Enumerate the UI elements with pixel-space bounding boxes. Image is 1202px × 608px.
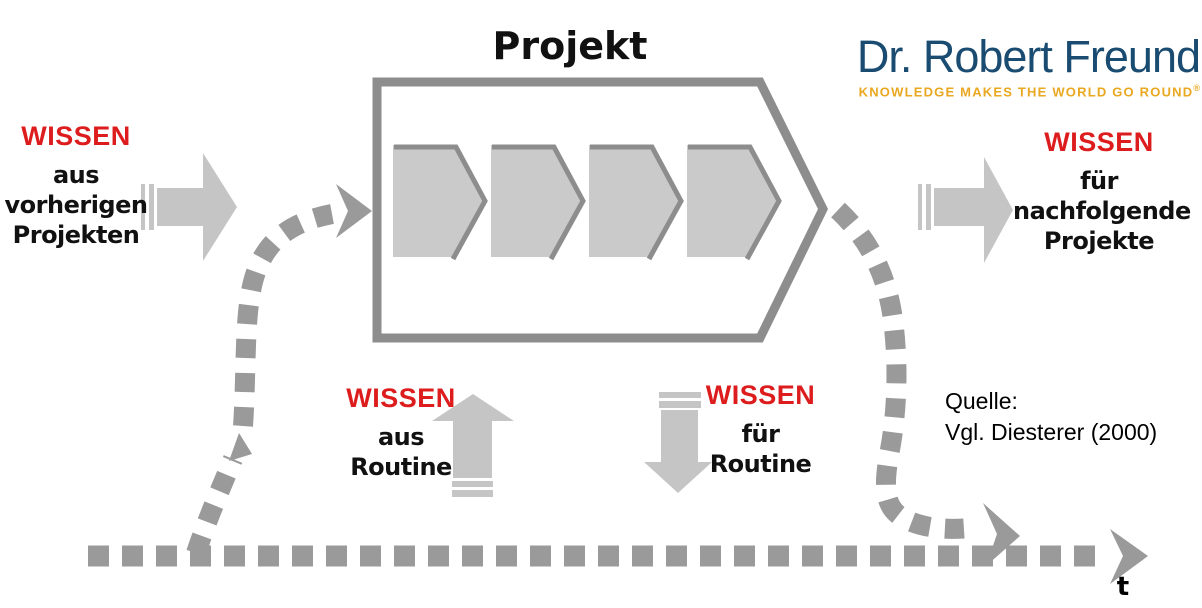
dashed-curve: [233, 204, 335, 427]
chevron-edge-shadow: [492, 144, 586, 261]
label-line: aus: [377, 423, 425, 451]
arrow-head: [644, 462, 712, 493]
wissen-highlight: WISSEN: [1044, 127, 1154, 157]
arrow-tail-stripe: [452, 490, 493, 497]
arrow-shaft: [934, 188, 984, 226]
label-knowledge-for-following-projects: WISSEN für nachfolgende Projekte: [1013, 127, 1191, 256]
arrow-shaft: [157, 188, 203, 226]
wissen-highlight: WISSEN: [346, 383, 456, 413]
label-knowledge-from-previous-projects: WISSEN aus vorherigen Projekten: [0, 122, 152, 250]
registered-trademark-icon: ®: [1193, 83, 1200, 93]
logo: Dr. Robert Freund KNOWLEDGE MAKES THE WO…: [822, 31, 1201, 100]
logo-tagline: KNOWLEDGE MAKES THE WORLD GO ROUND®: [822, 83, 1200, 99]
label-knowledge-for-routine: WISSEN für Routine: [688, 381, 833, 479]
arrow-shaft: [661, 410, 698, 463]
arrow-tail-stripe: [452, 481, 493, 487]
process-phase-chevron: [589, 145, 681, 257]
arrow-head: [203, 153, 237, 261]
arrow-tail-stripe: [926, 184, 931, 230]
arrow-tail-stripe: [141, 184, 145, 230]
knowledge-to-routine-arrow-icon: [644, 392, 712, 493]
process-phase-chevron: [491, 145, 583, 257]
arrow-tail-stripe: [659, 401, 701, 408]
dashed-curve: [186, 455, 243, 557]
label-line: Routine: [709, 450, 812, 478]
path-arrowhead-right: [336, 184, 372, 238]
logo-tagline-text: KNOWLEDGE MAKES THE WORLD GO ROUND: [858, 84, 1194, 100]
process-phase-chevrons: [393, 144, 782, 261]
source-citation: Quelle: Vgl. Diesterer (2000): [945, 386, 1157, 448]
label-knowledge-from-routine: WISSEN aus Routine: [330, 384, 472, 482]
knowledge-from-routine-arrow-icon: [432, 394, 514, 497]
label-line: aus: [52, 161, 100, 189]
label-line: Routine: [350, 453, 452, 481]
chevron-edge-shadow: [688, 144, 782, 261]
label-line: für: [741, 420, 780, 448]
label-line: Projekten: [12, 221, 140, 249]
label-line: nachfolgende: [1013, 197, 1191, 225]
logo-wordmark: Dr. Robert Freund: [856, 31, 1201, 82]
project-title: Projekt: [492, 24, 648, 68]
process-phase-chevron: [687, 145, 779, 257]
timeline-label: t: [1116, 572, 1130, 602]
source-citation-line: Vgl. Diesterer (2000): [945, 419, 1158, 445]
dashed-curve: [831, 202, 971, 539]
arrow-tail-stripe: [918, 184, 922, 230]
arrow-tail-stripe: [149, 184, 154, 230]
label-line: vorherigen: [4, 191, 148, 219]
project-box-outline: [372, 77, 829, 343]
knowledge-out-arrow-icon: [918, 157, 1013, 263]
arrow-tail-stripe: [659, 392, 701, 398]
timeline-arrowhead: [1110, 529, 1148, 584]
arrow-shaft: [453, 420, 492, 478]
wissen-highlight: WISSEN: [21, 121, 131, 151]
wissen-highlight: WISSEN: [705, 380, 816, 410]
timeline-dashed-axis: [88, 529, 1148, 584]
label-line: Projekte: [1043, 227, 1155, 255]
label-line: für: [1080, 167, 1118, 195]
knowledge-in-arrow-icon: [141, 153, 237, 261]
knowledge-flow-in-dashed-path: [186, 184, 372, 557]
path-arrowhead-up: [229, 433, 252, 461]
chevron-edge-shadow: [590, 144, 684, 261]
arrow-head: [984, 157, 1013, 263]
chevron-edge-shadow: [394, 144, 488, 261]
source-citation-line: Quelle:: [945, 388, 1018, 414]
project-box-shape: [372, 77, 829, 343]
arrow-head: [432, 394, 514, 421]
process-phase-chevron: [393, 145, 485, 257]
